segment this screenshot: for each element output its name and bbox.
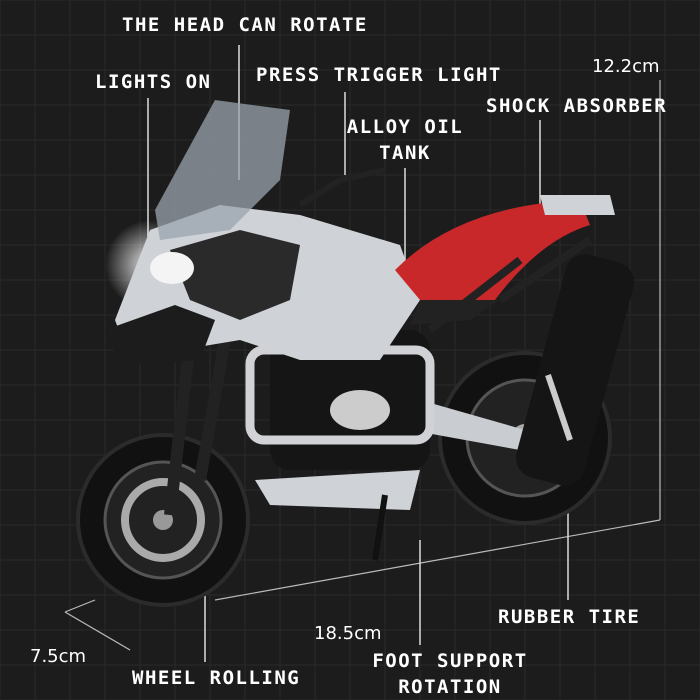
dimension-length: 18.5cm: [314, 623, 382, 644]
label-head-rotate: THE HEAD CAN ROTATE: [122, 14, 368, 36]
front-wheel: [76, 433, 250, 607]
windshield: [155, 100, 290, 240]
label-alloy-tank: ALLOY OIL TANK: [345, 115, 465, 165]
handlebar: [298, 167, 386, 208]
engine: [245, 330, 435, 510]
label-foot-support: FOOT SUPPORT ROTATION: [360, 649, 540, 699]
dimension-height: 12.2cm: [592, 56, 660, 77]
rear-fender: [515, 254, 635, 486]
kickstand: [372, 494, 388, 561]
luggage-rack: [540, 195, 615, 215]
rear-frame: [427, 236, 593, 334]
swingarm: [410, 400, 525, 450]
label-alloy-tank-line1: ALLOY OIL: [346, 116, 464, 138]
label-foot-support-line1: FOOT SUPPORT: [372, 650, 528, 672]
label-alloy-tank-line2: TANK: [379, 142, 431, 164]
label-shock-absorber: SHOCK ABSORBER: [486, 95, 668, 117]
label-rubber-tire: RUBBER TIRE: [498, 606, 641, 628]
front-fork: [164, 338, 231, 516]
label-wheel-rolling: WHEEL ROLLING: [132, 667, 301, 689]
label-press-trigger: PRESS TRIGGER LIGHT: [256, 64, 502, 86]
label-lights-on: LIGHTS ON: [95, 71, 212, 93]
dimension-lines: [64, 80, 661, 651]
body-fairing: [105, 205, 420, 365]
dimension-width: 7.5cm: [30, 646, 87, 667]
headlight: [150, 252, 194, 284]
label-foot-support-line2: ROTATION: [398, 676, 502, 698]
rear-shock: [545, 374, 573, 441]
